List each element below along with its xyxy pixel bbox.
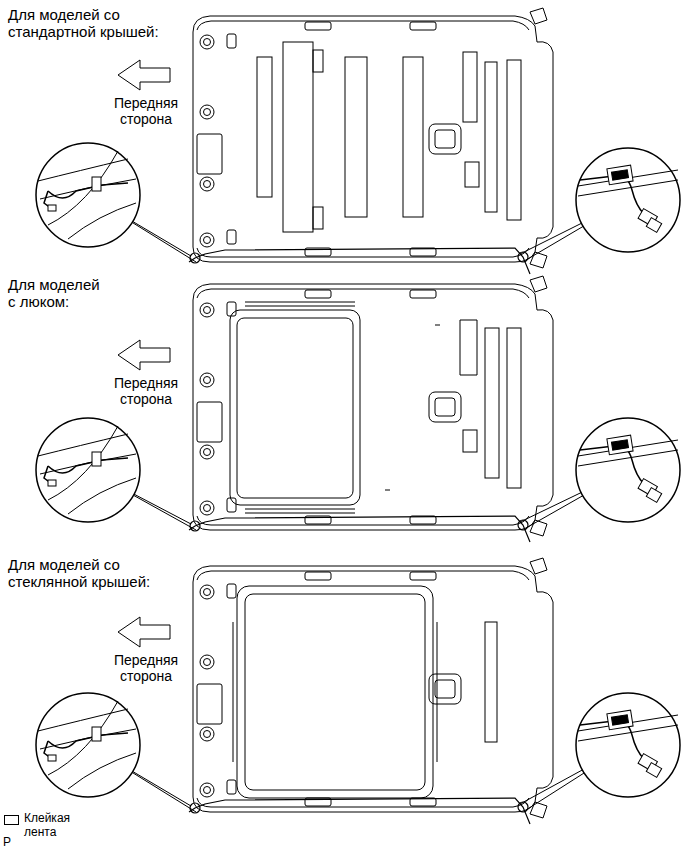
illustration-line <box>485 328 499 478</box>
roof-type-heading: Для моделей с люком: <box>8 276 108 311</box>
illustration-line <box>36 693 140 797</box>
illustration-line <box>230 302 521 513</box>
illustration-line <box>507 60 521 220</box>
illustration-line <box>118 60 170 90</box>
detail-callouts <box>36 143 680 797</box>
illustration-line <box>463 430 477 452</box>
legend-swatch <box>4 815 19 825</box>
illustration-line <box>230 310 360 505</box>
illustration-line <box>257 42 521 232</box>
illustration-line <box>463 52 477 122</box>
illustration-line <box>36 418 140 522</box>
sunroof-headliner <box>189 276 553 542</box>
illustration-line <box>245 594 425 790</box>
figure-code: P <box>3 836 23 850</box>
illustration-line <box>189 798 530 824</box>
illustration-line <box>193 276 553 536</box>
illustration-line <box>460 320 477 375</box>
legend-text: Клейкая лента <box>24 812 76 840</box>
illustration-line <box>465 162 479 187</box>
standard-roof-headliner <box>189 8 553 274</box>
illustration-line <box>385 325 440 490</box>
illustration-line <box>193 8 553 268</box>
illustration-line <box>233 586 497 798</box>
illustration-line <box>576 418 680 522</box>
roof-type-heading: Для моделей со стандартной крышей: <box>8 6 176 41</box>
illustration-line <box>345 57 367 217</box>
front-direction-label: Передняя сторона <box>108 95 184 127</box>
illustration-line <box>257 57 272 197</box>
illustration-line <box>189 516 530 542</box>
roof-type-heading: Для моделей со стеклянной крышей: <box>8 556 176 591</box>
illustration-line <box>36 143 140 247</box>
illustration-line <box>233 622 437 762</box>
illustration-line <box>485 62 497 212</box>
front-direction-label: Передняя сторона <box>108 375 184 407</box>
illustration-line <box>576 148 680 252</box>
illustration-line <box>576 693 680 797</box>
illustration-line <box>313 207 323 229</box>
illustration-line <box>193 558 553 818</box>
front-direction-label: Передняя сторона <box>108 652 184 684</box>
illustration-line <box>118 340 170 370</box>
illustration-line <box>237 318 353 498</box>
illustration-line <box>189 248 530 274</box>
illustration-line <box>118 617 170 647</box>
illustration-line <box>403 57 423 217</box>
illustration-line <box>237 586 433 798</box>
illustration-line <box>313 50 323 72</box>
illustration-line <box>485 622 497 742</box>
illustration-line <box>245 302 355 513</box>
illustration-line <box>507 328 521 488</box>
illustration-line <box>283 42 313 232</box>
glass-roof-headliner <box>189 558 553 824</box>
leader-lines <box>88 195 628 812</box>
